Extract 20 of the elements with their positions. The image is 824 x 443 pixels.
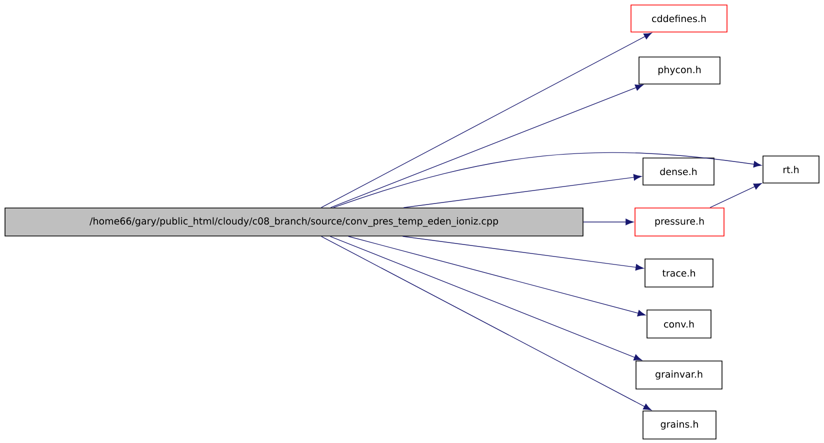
arrow [403, 174, 642, 208]
file-box: grains.h [642, 410, 716, 440]
file-box: dense.h [642, 158, 714, 186]
arrow [402, 236, 644, 271]
arrow [348, 236, 646, 316]
arrow [710, 183, 762, 208]
file-box: pressure.h [634, 208, 724, 236]
arrow [320, 32, 652, 208]
arrow [330, 236, 642, 360]
arrow [583, 218, 634, 226]
file-box: rt.h [762, 156, 820, 184]
file-box: trace.h [644, 258, 714, 288]
file-box: grainvar.h [636, 360, 722, 390]
arrow [333, 152, 762, 208]
arrow [330, 84, 644, 208]
file-box: conv.h [646, 310, 712, 338]
file-box: cddefines.h [630, 4, 728, 32]
file-box: phycon.h [638, 56, 720, 84]
arrow [320, 236, 652, 410]
file-box: /home66/gary/public_html/cloudy/c08_branch/source/conv_pres_temp_eden_ioniz.cpp [4, 208, 584, 236]
